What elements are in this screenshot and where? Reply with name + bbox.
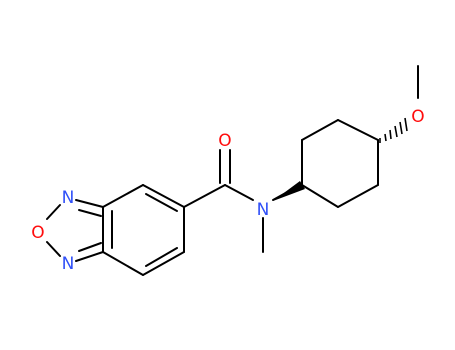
bond — [46, 204, 61, 220]
benzene-ring — [102, 184, 185, 276]
bond — [224, 184, 254, 201]
carbonyl-oxygen-label: O — [218, 131, 231, 151]
bond — [301, 119, 339, 141]
double-bond-inner — [78, 242, 102, 252]
bond — [75, 199, 104, 208]
ring-nitrogen-bottom-label: N — [62, 254, 75, 274]
methoxy-oxygen-label: O — [411, 107, 424, 127]
cyclohexane-ring — [301, 119, 379, 208]
bond — [337, 184, 379, 208]
bond — [46, 241, 61, 257]
double-bond-inner — [145, 193, 178, 212]
bond — [102, 184, 144, 208]
bond — [183, 184, 226, 208]
bond — [102, 251, 144, 276]
amide-nitrogen-label: N — [257, 200, 270, 220]
furazan-ring — [46, 199, 104, 262]
bond — [75, 251, 104, 262]
ring-nitrogen-top-label: N — [62, 188, 75, 208]
wedge-bond — [273, 181, 305, 201]
amide-group — [183, 149, 301, 253]
ring-oxygen-label: O — [31, 223, 44, 243]
bond — [337, 119, 379, 141]
bond — [142, 251, 185, 276]
hashed-wedge-bond — [379, 117, 408, 143]
bond — [301, 184, 339, 208]
double-bond-inner — [145, 247, 178, 267]
bond — [142, 184, 185, 208]
double-bond-inner — [78, 209, 102, 217]
